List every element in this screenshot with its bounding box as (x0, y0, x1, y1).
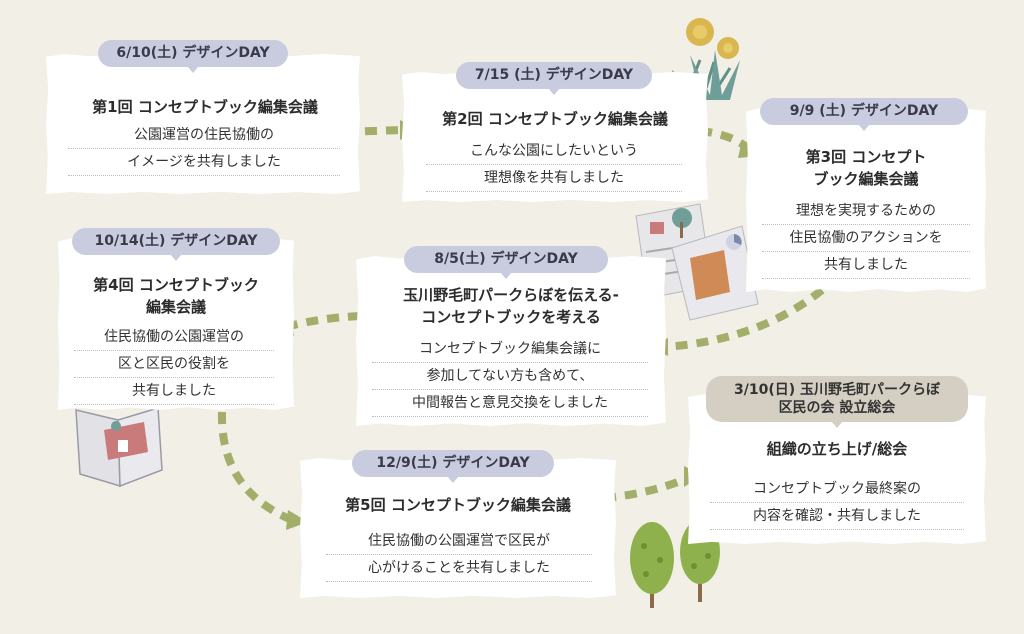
date-badge-2: 7/15 (土) デザインDAY (456, 62, 652, 95)
meeting-title-line: 組織の立ち上げ/総会 (766, 440, 908, 458)
meeting-desc-line: 参加してない方も含めて、 (372, 363, 648, 390)
arrow-45-to-4 (288, 312, 361, 330)
date-badge-final: 3/10(日) 玉川野毛町パークらぼ 区民の会 設立総会 (706, 376, 968, 428)
meeting-desc-interim: コンセプトブック編集会議に 参加してない方も含めて、 中間報告と意見交換をしまし… (372, 336, 648, 417)
meeting-card-1 (46, 54, 360, 194)
meeting-title-3: 第3回 コンセプト ブック編集会議 (760, 146, 972, 190)
meeting-title-5: 第5回 コンセプトブック編集会議 (306, 494, 610, 516)
meeting-desc-line: 理想を実現するための (762, 198, 970, 225)
meeting-title-interim: 玉川野毛町パークらぼを伝える- コンセプトブックを考える (364, 284, 658, 328)
date-badge-1: 6/10(土) デザインDAY (98, 40, 288, 73)
meeting-title-line: 第4回 コンセプトブック (93, 276, 259, 294)
meeting-title-line: 編集会議 (145, 298, 206, 316)
meeting-desc-line: 住民協働のアクションを (762, 225, 970, 252)
meeting-title-line: 第2回 コンセプトブック編集会議 (442, 110, 668, 128)
meeting-desc-line: 理想像を共有しました (426, 165, 682, 192)
meeting-card-4 (58, 238, 294, 410)
meeting-card-3 (746, 108, 986, 292)
meeting-desc-line: 住民協働の公園運営で区民が (326, 528, 592, 555)
meeting-desc-line: イメージを共有しました (68, 149, 340, 176)
meeting-title-final: 組織の立ち上げ/総会 (700, 438, 974, 460)
meeting-desc-3: 理想を実現するための 住民協働のアクションを 共有しました (762, 198, 970, 279)
date-badge-5: 12/9(土) デザインDAY (352, 450, 554, 483)
meeting-desc-line: 内容を確認・共有しました (710, 503, 964, 530)
arrow-3-to-45 (664, 286, 825, 351)
date-badge-line: 区民の会 設立総会 (778, 400, 896, 416)
date-badge-3: 9/9 (土) デザインDAY (760, 98, 968, 131)
date-badge-interim: 8/5(土) デザインDAY (404, 246, 608, 279)
meeting-desc-line: 共有しました (762, 252, 970, 279)
meeting-title-1: 第1回 コンセプトブック編集会議 (60, 96, 350, 118)
meeting-desc-final: コンセプトブック最終案の 内容を確認・共有しました (710, 476, 964, 530)
date-badge-line: 3/10(日) 玉川野毛町パークらぼ (733, 382, 940, 398)
meeting-desc-5: 住民協働の公園運営で区民が 心がけることを共有しました (326, 528, 592, 582)
meeting-title-line: ブック編集会議 (813, 170, 919, 188)
meeting-title-line: 玉川野毛町パークらぼを伝える- (403, 286, 619, 304)
meeting-title-line: 第5回 コンセプトブック編集会議 (345, 496, 571, 514)
meeting-desc-line: 区と区民の役割を (74, 351, 274, 378)
arrow-4-to-5 (217, 411, 294, 524)
date-badge-4: 10/14(土) デザインDAY (72, 228, 280, 261)
meeting-desc-line: 住民協働の公園運営の (74, 324, 274, 351)
meeting-desc-line: 心がけることを共有しました (326, 555, 592, 582)
meeting-card-interim (356, 256, 666, 426)
meeting-desc-line: こんな公園にしたいという (426, 138, 682, 165)
meeting-title-4: 第4回 コンセプトブック 編集会議 (64, 274, 288, 318)
meeting-title-line: 第1回 コンセプトブック編集会議 (92, 98, 318, 116)
meeting-desc-line: コンセプトブック編集会議に (372, 336, 648, 363)
meeting-title-line: コンセプトブックを考える (421, 308, 601, 326)
meeting-desc-line: 共有しました (74, 378, 274, 405)
meeting-title-line: 第3回 コンセプト (805, 148, 927, 166)
meeting-desc-2: こんな公園にしたいという 理想像を共有しました (426, 138, 682, 192)
meeting-desc-line: 中間報告と意見交換をしました (372, 390, 648, 417)
meeting-title-2: 第2回 コンセプトブック編集会議 (410, 108, 700, 130)
meeting-desc-4: 住民協働の公園運営の 区と区民の役割を 共有しました (74, 324, 274, 405)
meeting-desc-line: コンセプトブック最終案の (710, 476, 964, 503)
meeting-desc-line: 公園運営の住民協働の (68, 122, 340, 149)
meeting-desc-1: 公園運営の住民協働の イメージを共有しました (68, 122, 340, 176)
